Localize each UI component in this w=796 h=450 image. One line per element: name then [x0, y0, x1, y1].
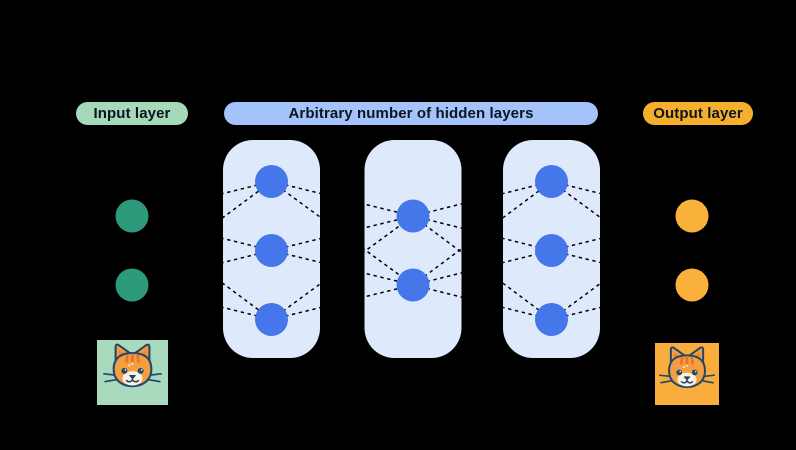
connection-line [551, 215, 693, 252]
connection-line [551, 180, 693, 217]
hidden-1-node [255, 165, 288, 198]
hidden-2-node [396, 268, 430, 302]
connection-line [412, 249, 552, 286]
hidden-1-node [255, 303, 288, 336]
hidden-3-node [535, 165, 568, 198]
hidden-3-node [535, 234, 568, 267]
connection-line [271, 284, 414, 321]
connection-line [131, 249, 272, 286]
cat-image-left [97, 340, 168, 405]
connection-line [271, 249, 414, 286]
cat-image-right [655, 343, 719, 405]
hidden-3-node [535, 303, 568, 336]
output-node [675, 199, 709, 233]
connection-line [412, 180, 552, 217]
connection-line [551, 215, 693, 321]
connection-line [412, 284, 552, 321]
output-layer-label: Output layer [643, 102, 753, 125]
hidden-layer-box [364, 140, 462, 358]
connection-line [131, 180, 272, 217]
connection-line [131, 284, 272, 321]
output-node [675, 268, 709, 302]
connection-line [271, 180, 414, 286]
connection-line [551, 284, 693, 321]
input-node [115, 268, 149, 302]
hidden-layers-label: Arbitrary number of hidden layers [224, 102, 598, 125]
connection-line [412, 180, 552, 286]
connection-line [271, 215, 414, 252]
hidden-2-node [396, 199, 430, 233]
hidden-1-node [255, 234, 288, 267]
connection-line [271, 215, 414, 321]
input-layer-label: Input layer [76, 102, 188, 125]
connection-line [271, 180, 414, 217]
connection-line [131, 180, 272, 286]
input-node [115, 199, 149, 233]
